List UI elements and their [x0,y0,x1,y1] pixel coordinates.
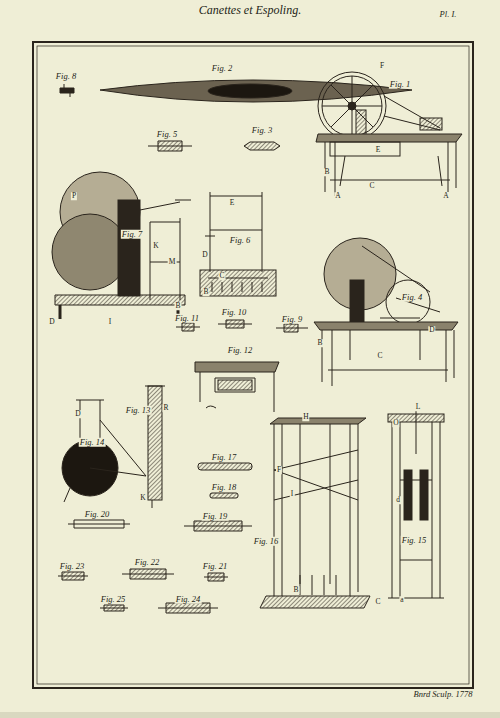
callout-letter: D [201,251,208,259]
callout-letter: a [399,596,404,604]
figure-label: Fig. 12 [227,346,254,355]
callout-letter: H [302,413,309,421]
callout-letter: K [139,494,146,502]
figure-label: Fig. 14 [79,438,106,447]
callout-letter: P [71,192,77,200]
figure-label: Fig. 20 [84,510,111,519]
figure-label: Fig. 19 [202,512,229,521]
figure-label: Fig. 2 [211,64,233,73]
figure-label: Fig. 21 [202,562,229,571]
callout-letter: A [334,192,341,200]
figure-label: Fig. 11 [174,314,200,323]
figure-label: Fig. 22 [134,558,161,567]
figure-label: Fig. 18 [211,483,238,492]
figure-label: Fig. 13 [125,406,152,415]
callout-letter: D [428,326,435,334]
callout-letter: D [74,410,81,418]
callout-letter: O [392,419,399,427]
callout-letter: B [202,288,209,296]
callout-letter: R [162,404,169,412]
callout-letter: I [290,490,295,498]
figure-label: Fig. 7 [121,230,143,239]
callout-letter: C [218,272,225,280]
figure-label: Bnrd Sculp. 1778 [413,690,474,699]
callout-letter: M [168,258,177,266]
callout-letter: d [395,496,401,504]
figure-label: Fig. 24 [175,595,202,604]
callout-letter: B [174,302,181,310]
figure-label: Fig. 16 [253,537,280,546]
callout-letter: L [415,403,422,411]
callout-letter: C [368,182,375,190]
callout-letter: C [374,598,381,606]
figure-label: Fig. 6 [229,236,251,245]
callout-letter: B [292,586,299,594]
figure-label: Fig. 1 [389,80,411,89]
figure-label: Fig. 23 [59,562,86,571]
plate-title: Canettes et Espoling. [197,3,303,18]
callout-letter: F [276,466,282,474]
callout-letter: K [152,242,159,250]
callout-letter: F [379,62,385,70]
figure-label: Fig. 5 [156,130,178,139]
callout-letter: C [376,352,383,360]
figure-label: Fig. 3 [251,126,273,135]
callout-letter: E [229,199,236,207]
callout-letter: I [108,318,113,326]
callout-letter: B [316,339,323,347]
callout-letter: E [375,146,382,154]
figure-label: Fig. 25 [100,595,127,604]
figure-label: Fig. 10 [221,308,248,317]
callout-letter: A [442,192,449,200]
figure-label: Fig. 9 [281,315,303,324]
figure-label: Fig. 17 [211,453,238,462]
figure-label: Fig. 15 [401,536,428,545]
figure-label: Pl. I. [439,10,458,19]
callout-letter: B [323,168,330,176]
figure-label: Fig. 4 [401,293,423,302]
figure-label: Fig. 8 [55,72,77,81]
callout-letter: D [48,318,55,326]
